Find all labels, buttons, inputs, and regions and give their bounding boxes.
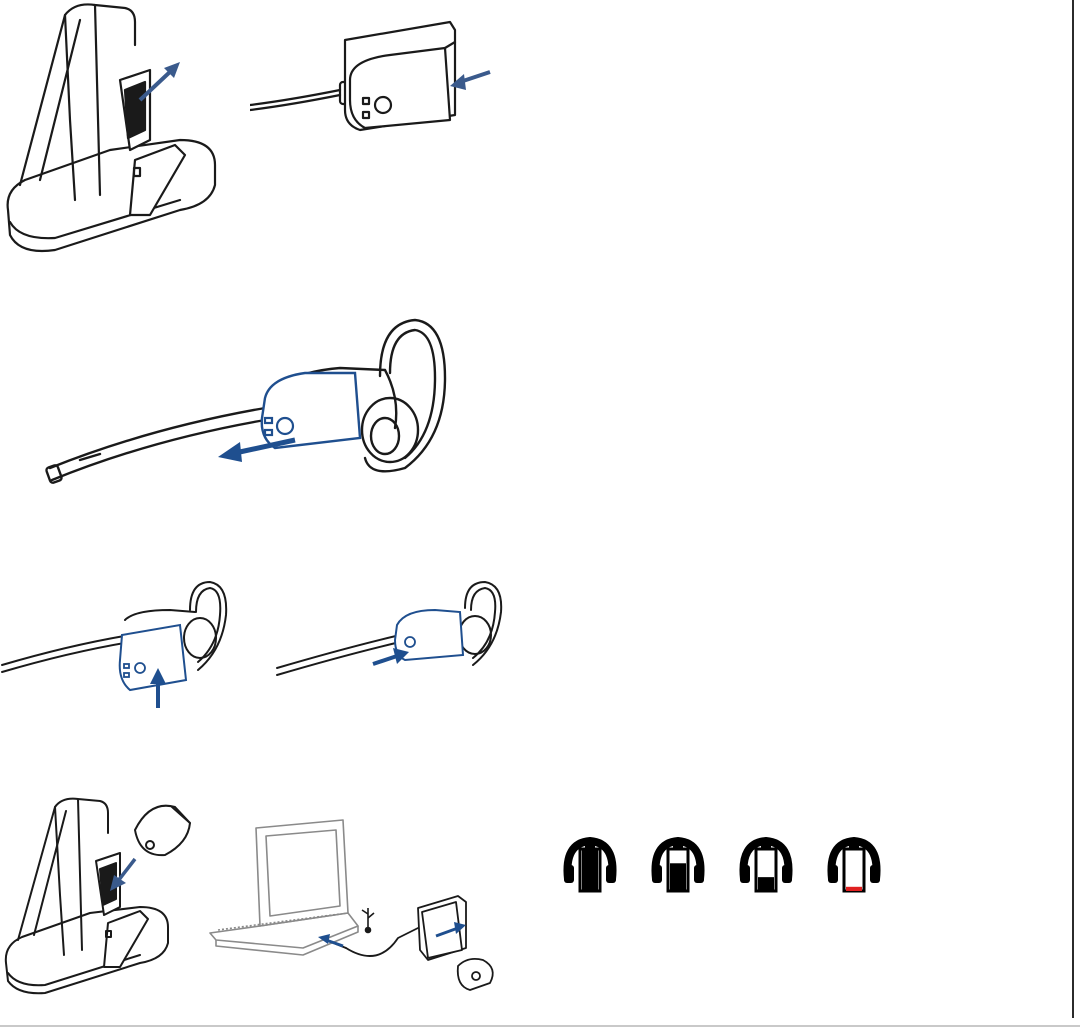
power-adapter-icon [250, 20, 500, 140]
laptop-icon [208, 818, 500, 996]
usb-icon [362, 908, 374, 933]
arrow-left-icon [218, 440, 295, 462]
headset-icon [0, 580, 250, 710]
power-adapter-figure [250, 20, 500, 140]
charging-base-figure-top [0, 0, 225, 262]
charging-base-icon [0, 0, 225, 262]
page-bottom-rule [0, 1025, 1080, 1027]
battery-two-thirds-icon [648, 835, 708, 895]
battery-one-third-icon [736, 835, 796, 895]
charging-base-figure-bottom [0, 795, 200, 995]
battery-full-icon [560, 835, 620, 895]
headset-icon [275, 580, 520, 680]
headset-icon [40, 318, 450, 490]
charging-base-icon [0, 795, 200, 995]
headset-remove-battery-figure [40, 318, 450, 490]
battery-low-icon [824, 835, 884, 895]
battery-status-row [560, 825, 900, 895]
page-edge-rule [1072, 0, 1074, 1018]
laptop-usb-charger-figure [208, 818, 500, 996]
headset-battery-insert-figure [275, 580, 520, 680]
headset-battery-lift-figure [0, 580, 250, 710]
